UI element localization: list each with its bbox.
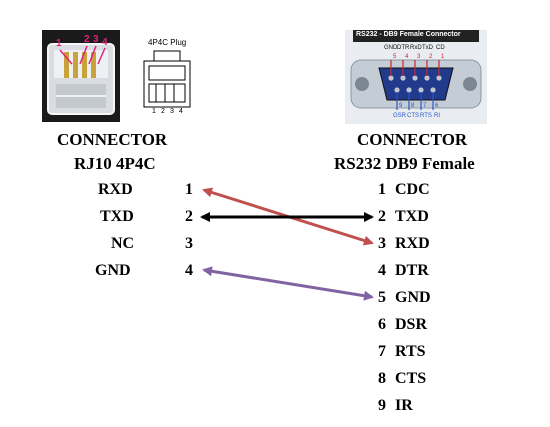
right-connector-title: CONNECTOR (357, 130, 468, 149)
db9-top-num-4: 4 (405, 54, 409, 60)
db9-pin-number-3: 3 (378, 235, 386, 252)
db9-pin-number-5: 5 (378, 289, 386, 306)
db9-pin-number-6: 6 (378, 316, 386, 333)
db9-pin-number-4: 4 (378, 262, 386, 279)
db9-bottom-label-ri: RI (434, 113, 440, 119)
db9-pin-name-2: TXD (395, 208, 429, 225)
rj10-marker-4: 4 (102, 37, 108, 48)
plug-label: 4P4C Plug (148, 38, 187, 47)
rj10-marker-arrows (59, 45, 106, 65)
plug-pin-3: 3 (170, 108, 174, 115)
db9-bottom-num-7: 7 (423, 103, 427, 109)
db9-pin-name-6: DSR (395, 316, 428, 333)
db9-photo-caption: RS232 - DB9 Female Connector (356, 31, 461, 38)
rj10-pin-number-1: 1 (185, 181, 193, 198)
right-connector-type: RS232 DB9 Female (334, 154, 475, 173)
rj10-pin-number-2: 2 (185, 208, 193, 225)
rj10-marker-1: 1 (56, 38, 62, 49)
rj10-photo-graphic (47, 43, 115, 115)
db9-pin-name-8: CTS (395, 370, 427, 387)
rj10-pin-number-4: 4 (185, 262, 193, 279)
wire-gnd-to-gnd (202, 266, 374, 301)
rj10-pin-name-4: GND (95, 262, 131, 279)
db9-pin-name-4: DTR (395, 262, 429, 279)
plug-drawing (143, 50, 191, 108)
plug-pin-1: 1 (152, 108, 156, 115)
rj10-pin-number-3: 3 (185, 235, 193, 252)
plug-pin-4: 4 (179, 108, 183, 115)
db9-pin-name-9: IR (395, 397, 413, 414)
db9-top-label-dtr: DTR (397, 45, 410, 51)
db9-pin-name-3: RXD (395, 235, 430, 252)
rj10-pin-name-3: NC (111, 235, 135, 252)
plug-pin-2: 2 (161, 108, 165, 115)
db9-bottom-label-rts: RTS (420, 113, 432, 119)
db9-bottom-num-9: 9 (399, 103, 403, 109)
rj10-marker-2: 2 (84, 34, 90, 45)
db9-pin-name-7: RTS (395, 343, 426, 360)
db9-top-label-rxd: RxD (410, 45, 422, 51)
db9-pin-number-8: 8 (378, 370, 386, 387)
db9-pin-name-1: CDC (395, 181, 430, 198)
db9-pin-number-1: 1 (378, 181, 386, 198)
rj10-connector-photo (42, 30, 120, 122)
left-connector-type: RJ10 4P4C (74, 154, 156, 173)
db9-top-num-5: 5 (393, 54, 397, 60)
db9-pin-name-5: GND (395, 289, 431, 306)
db9-top-label-txd: TxD (422, 45, 433, 51)
db9-pin-number-7: 7 (378, 343, 386, 360)
db9-top-num-2: 2 (429, 54, 433, 60)
db9-pin-number-9: 9 (378, 397, 386, 414)
rj10-marker-3: 3 (93, 34, 99, 45)
db9-bottom-label-gsr: GSR (393, 113, 407, 119)
db9-bottom-num-6: 6 (435, 103, 439, 109)
rj10-pin-name-1: RXD (98, 181, 133, 198)
db9-bottom-label-cts: CTS (407, 113, 419, 119)
db9-connector-photo (345, 30, 487, 124)
db9-photo-graphic (350, 30, 482, 110)
db9-top-label-cd: CD (436, 45, 445, 51)
db9-top-num-3: 3 (417, 54, 421, 60)
db9-pin-number-2: 2 (378, 208, 386, 225)
left-connector-title: CONNECTOR (57, 130, 168, 149)
db9-top-label-gnd: GND (384, 45, 398, 51)
db9-bottom-num-8: 8 (411, 103, 415, 109)
rj10-pin-name-2: TXD (100, 208, 134, 225)
db9-top-num-1: 1 (441, 54, 445, 60)
